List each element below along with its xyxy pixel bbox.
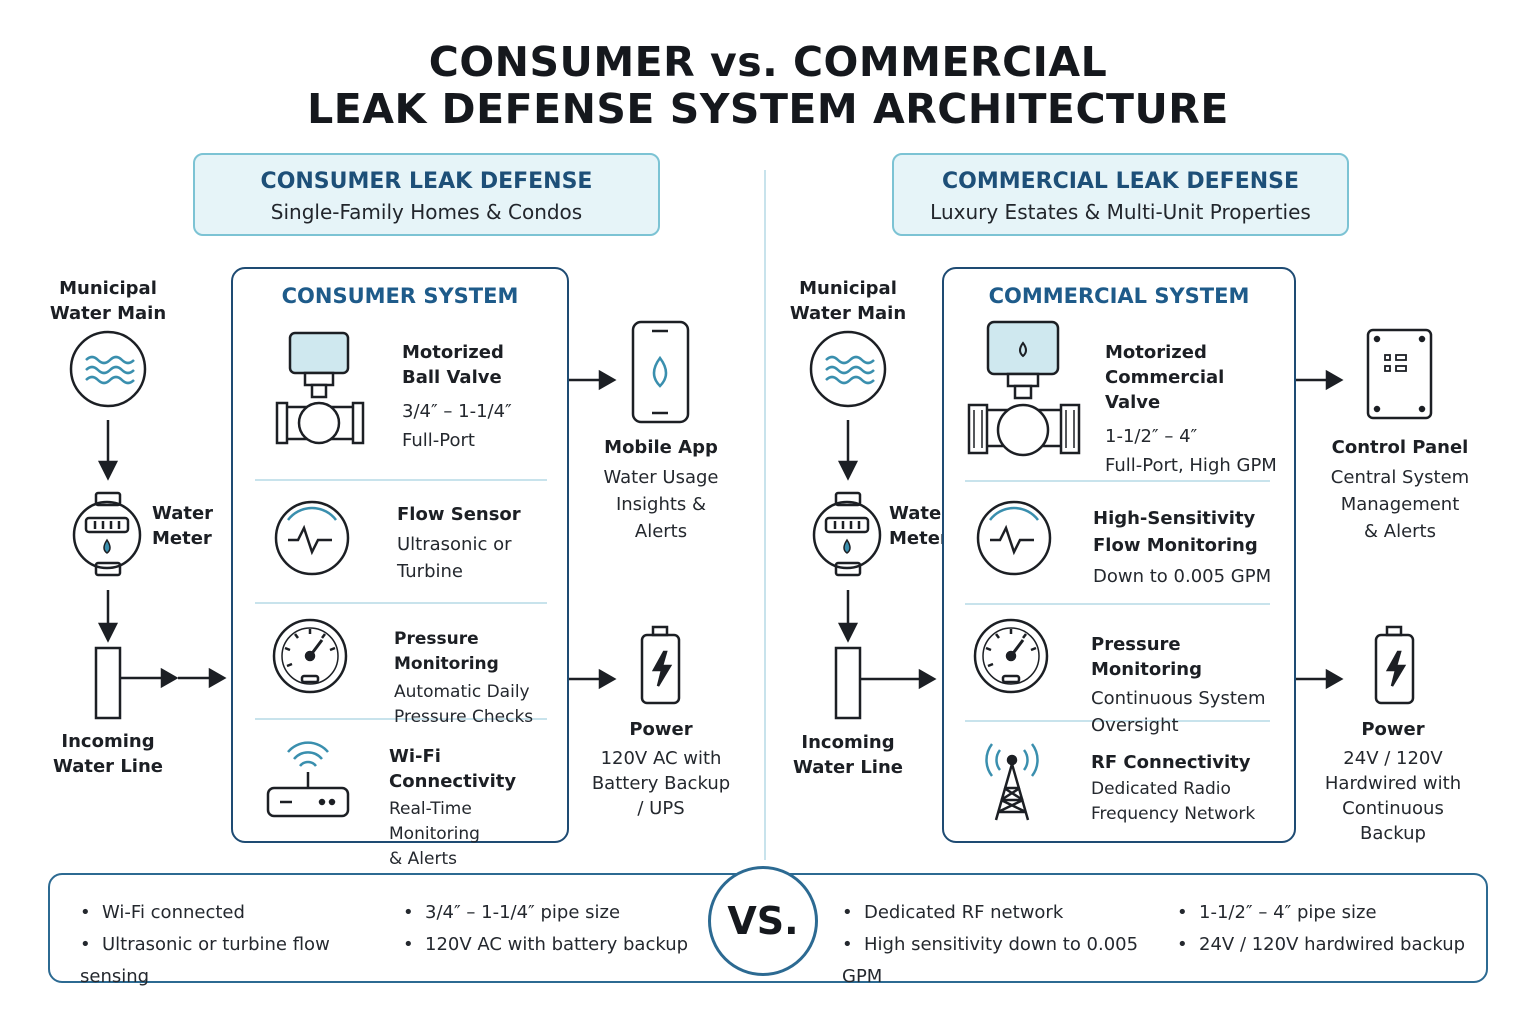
radio-tower-icon	[985, 743, 1039, 821]
vs-badge: VS.	[708, 866, 818, 976]
list-item: Wi-Fi connected	[80, 897, 390, 929]
divider	[255, 718, 547, 720]
center-divider	[764, 170, 766, 860]
consumer-header: CONSUMER LEAK DEFENSE Single-Family Home…	[193, 153, 660, 236]
commercial-header-title: COMMERCIAL LEAK DEFENSE	[941, 169, 1300, 194]
list-item: 1-1/2″ – 4″ pipe size	[1177, 897, 1467, 929]
divider	[255, 479, 547, 481]
consumer-system-box	[231, 267, 569, 843]
commercial-bullets-col2: 1-1/2″ – 4″ pipe size 24V / 120V hardwir…	[1177, 897, 1467, 961]
pressure-gauge-icon	[973, 618, 1049, 694]
flow-arrow-down-icon	[97, 590, 119, 643]
consumer-valve-text: Motorized Ball Valve 3/4″ – 1-1/4″ Full-…	[402, 342, 512, 451]
water-meter-icon	[812, 491, 882, 577]
consumer-water-main-label: Municipal Water Main	[49, 278, 167, 324]
commercial-flow-text: High-Sensitivity Flow Monitoring Down to…	[1093, 508, 1272, 587]
consumer-power-text: Power 120V AC with Battery Backup / UPS	[591, 719, 731, 819]
incoming-pipe-icon	[834, 646, 937, 720]
commercial-pressure-text: Pressure Monitoring Continuous System Ov…	[1091, 634, 1266, 736]
list-item: High sensitivity down to 0.005 GPM	[842, 929, 1162, 993]
commercial-incoming-line-label: Incoming Water Line	[793, 732, 903, 778]
consumer-header-subtitle: Single-Family Homes & Condos	[270, 200, 583, 224]
water-main-icon	[809, 330, 887, 408]
consumer-system-title: CONSUMER SYSTEM	[281, 284, 519, 308]
water-main-icon	[69, 330, 147, 408]
flow-arrow-down-icon	[837, 420, 859, 481]
divider	[965, 603, 1270, 605]
flow-arrow-right-icon	[569, 369, 617, 690]
commercial-system-title: COMMERCIAL SYSTEM	[988, 284, 1250, 308]
divider	[965, 480, 1270, 482]
flow-arrow-down-icon	[97, 420, 119, 481]
pressure-gauge-icon	[272, 618, 348, 694]
commercial-header-subtitle: Luxury Estates & Multi-Unit Properties	[930, 200, 1311, 224]
incoming-pipe-icon	[94, 646, 227, 720]
consumer-wifi-text: Wi-Fi Connectivity Real-Time Monitoring …	[389, 746, 517, 869]
list-item: Ultrasonic or turbine flow sensing	[80, 929, 390, 993]
commercial-bullets-col1: Dedicated RF network High sensitivity do…	[842, 897, 1162, 993]
ball-valve-icon	[275, 331, 365, 445]
battery-icon	[640, 625, 681, 705]
mobile-phone-icon	[631, 320, 690, 424]
list-item: 120V AC with battery backup	[403, 929, 703, 961]
list-item: 24V / 120V hardwired backup	[1177, 929, 1467, 961]
divider	[965, 720, 1270, 722]
battery-icon	[1374, 625, 1415, 705]
flow-arrow-down-icon	[837, 590, 859, 643]
consumer-mobile-app-text: Mobile App Water Usage Insights & Alerts	[603, 437, 719, 542]
wifi-router-icon	[266, 741, 350, 818]
commercial-header: COMMERCIAL LEAK DEFENSE Luxury Estates &…	[892, 153, 1349, 236]
commercial-valve-text: Motorized Commercial Valve 1-1/2″ – 4″ F…	[1105, 342, 1277, 476]
consumer-water-meter-label: Water Meter	[152, 503, 214, 549]
consumer-flow-text: Flow Sensor Ultrasonic or Turbine	[397, 504, 521, 582]
commercial-water-meter-label: Water Meter	[889, 503, 951, 549]
consumer-incoming-line-label: Incoming Water Line	[53, 731, 163, 777]
list-item: 3/4″ – 1-1/4″ pipe size	[403, 897, 703, 929]
commercial-power-text: Power 24V / 120V Hardwired with Continuo…	[1324, 719, 1462, 844]
page-title-line2: LEAK DEFENSE SYSTEM ARCHITECTURE	[307, 85, 1229, 133]
consumer-bullets-col1: Wi-Fi connected Ultrasonic or turbine fl…	[80, 897, 390, 993]
consumer-bullets-col2: 3/4″ – 1-1/4″ pipe size 120V AC with bat…	[403, 897, 703, 961]
list-item: Dedicated RF network	[842, 897, 1162, 929]
flow-sensor-icon	[976, 500, 1052, 576]
consumer-pressure-text: Pressure Monitoring Automatic Daily Pres…	[394, 629, 534, 727]
flow-arrow-right-icon	[1296, 369, 1344, 690]
control-panel-icon	[1366, 328, 1433, 420]
commercial-valve-icon	[967, 320, 1081, 457]
page-title-line1: CONSUMER vs. COMMERCIAL	[428, 38, 1108, 86]
commercial-control-panel-text: Control Panel Central System Management …	[1330, 437, 1470, 542]
water-meter-icon	[72, 491, 142, 577]
commercial-rf-text: RF Connectivity Dedicated Radio Frequenc…	[1091, 752, 1256, 824]
divider	[255, 602, 547, 604]
consumer-header-title: CONSUMER LEAK DEFENSE	[260, 169, 593, 194]
flow-sensor-icon	[274, 500, 350, 576]
commercial-water-main-label: Municipal Water Main	[789, 278, 907, 324]
